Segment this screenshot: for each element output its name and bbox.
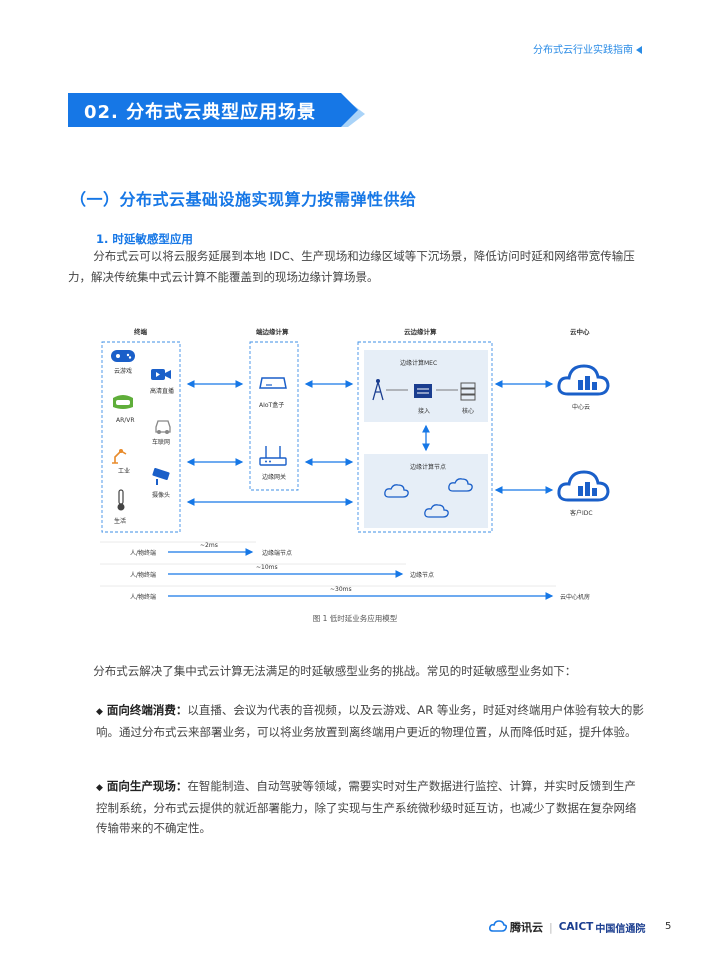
robot-arm-icon <box>108 444 130 466</box>
terminal-label: AR/VR <box>116 417 135 424</box>
thermometer-icon <box>114 488 128 512</box>
terminal-label: 生活 <box>114 518 127 525</box>
latency-from: 人/物终端 <box>130 594 157 601</box>
diamond-bullet-icon: ◆ <box>96 783 103 793</box>
edge-label: 边缘网关 <box>262 474 287 481</box>
gamepad-icon <box>110 348 136 364</box>
latency-value: ~30ms <box>330 586 352 593</box>
central-cloud-icon <box>556 360 610 398</box>
mec-title: 边缘计算MEC <box>400 360 438 367</box>
intro-paragraph: 分布式云可以将云服务延展到本地 IDC、生产现场和边缘区域等下沉场景，降低访问时… <box>68 249 635 284</box>
bullet-text: 以直播、会议为代表的音视频，以及云游戏、AR 等业务，时延对终端用户体验有较大的… <box>96 703 644 739</box>
edge-node-title: 边缘计算节点 <box>410 464 447 471</box>
bullet-text: 在智能制造、自动驾驶等领域，需要实时对生产数据进行监控、计算，并实时反馈到生产控… <box>96 779 637 835</box>
antenna-tower-icon <box>370 376 386 402</box>
section-title: （一）分布式云基础设施实现算力按需弹性供给 <box>70 190 417 209</box>
cloud-icon <box>422 502 450 520</box>
footer-separator: | <box>549 920 553 934</box>
cloud-icon <box>382 482 410 500</box>
center-label: 客户IDC <box>570 510 593 517</box>
aiot-box-icon <box>258 374 288 392</box>
diagram-graphics <box>100 341 556 600</box>
cloud-icon <box>446 476 474 494</box>
page-number: 5 <box>665 921 672 932</box>
latency-to: 云中心机房 <box>560 594 591 601</box>
subsection-title: 1. 时延敏感型应用 <box>96 232 193 246</box>
caict-cn-text: 中国信通院 <box>595 923 646 935</box>
latency-to: 边缘端节点 <box>262 550 293 557</box>
gateway-router-icon <box>258 444 288 468</box>
surveillance-camera-icon <box>150 468 174 486</box>
column-edge: 端边缘计算 <box>256 328 289 336</box>
footer-logos: 腾讯云 | CAICT 中国信通院 <box>489 919 645 935</box>
chapter-banner <box>68 93 358 127</box>
bullet-heading: 面向终端消费： <box>106 703 188 717</box>
access-switch-icon <box>412 380 434 402</box>
terminal-label: 车联网 <box>152 439 171 446</box>
customer-idc-cloud-icon <box>556 466 610 504</box>
figure-caption: 图 1 低时延业务应用模型 <box>312 614 398 623</box>
challenge-paragraph: 分布式云解决了集中式云计算无法满足的时延敏感型业务的挑战。常见的时延敏感型业务如… <box>93 664 577 678</box>
latency-from: 人/物终端 <box>130 572 157 579</box>
column-cloud-edge: 云边缘计算 <box>404 328 437 336</box>
bullet-heading: 面向生产现场： <box>106 779 188 793</box>
terminal-label: 工业 <box>118 468 131 475</box>
mec-core-label: 核心 <box>462 408 475 415</box>
column-terminal: 终端 <box>134 328 147 336</box>
guide-title-text: 分布式云行业实践指南 <box>533 45 633 56</box>
latency-value: ~10ms <box>256 564 278 571</box>
tencent-cloud-logo-icon <box>489 919 508 935</box>
guide-title: 分布式云行业实践指南 <box>533 41 642 56</box>
caict-logo-text: CAICT <box>558 921 594 933</box>
diamond-bullet-icon: ◆ <box>96 707 103 717</box>
latency-from: 人/物终端 <box>130 550 157 557</box>
car-icon <box>154 416 172 436</box>
server-icon <box>458 380 478 402</box>
column-center: 云中心 <box>570 328 590 336</box>
latency-to: 边缘节点 <box>410 572 435 579</box>
terminal-label: 摄像头 <box>152 492 171 499</box>
terminal-label: 云游戏 <box>114 368 133 375</box>
terminal-label: 高清直播 <box>150 388 175 395</box>
edge-label: AIoT盒子 <box>259 402 285 409</box>
tencent-cloud-text: 腾讯云 <box>510 921 543 934</box>
latency-diagram: 终端 端边缘计算 云边缘计算 云中心 云游戏 高清直播 AR/VR 车联网 工业… <box>96 320 620 610</box>
triangle-left-icon <box>636 46 642 54</box>
bullet-item: ◆面向终端消费：以直播、会议为代表的音视频，以及云游戏、AR 等业务，时延对终端… <box>96 700 644 742</box>
video-camera-icon <box>150 366 172 382</box>
chapter-title: 02. 分布式云典型应用场景 <box>84 102 317 123</box>
center-label: 中心云 <box>572 404 591 411</box>
mec-access-label: 接入 <box>418 408 431 415</box>
latency-value: ~2ms <box>200 542 218 549</box>
vr-headset-icon <box>110 392 136 412</box>
bullet-item: ◆面向生产现场：在智能制造、自动驾驶等领域，需要实时对生产数据进行监控、计算，并… <box>96 776 644 838</box>
